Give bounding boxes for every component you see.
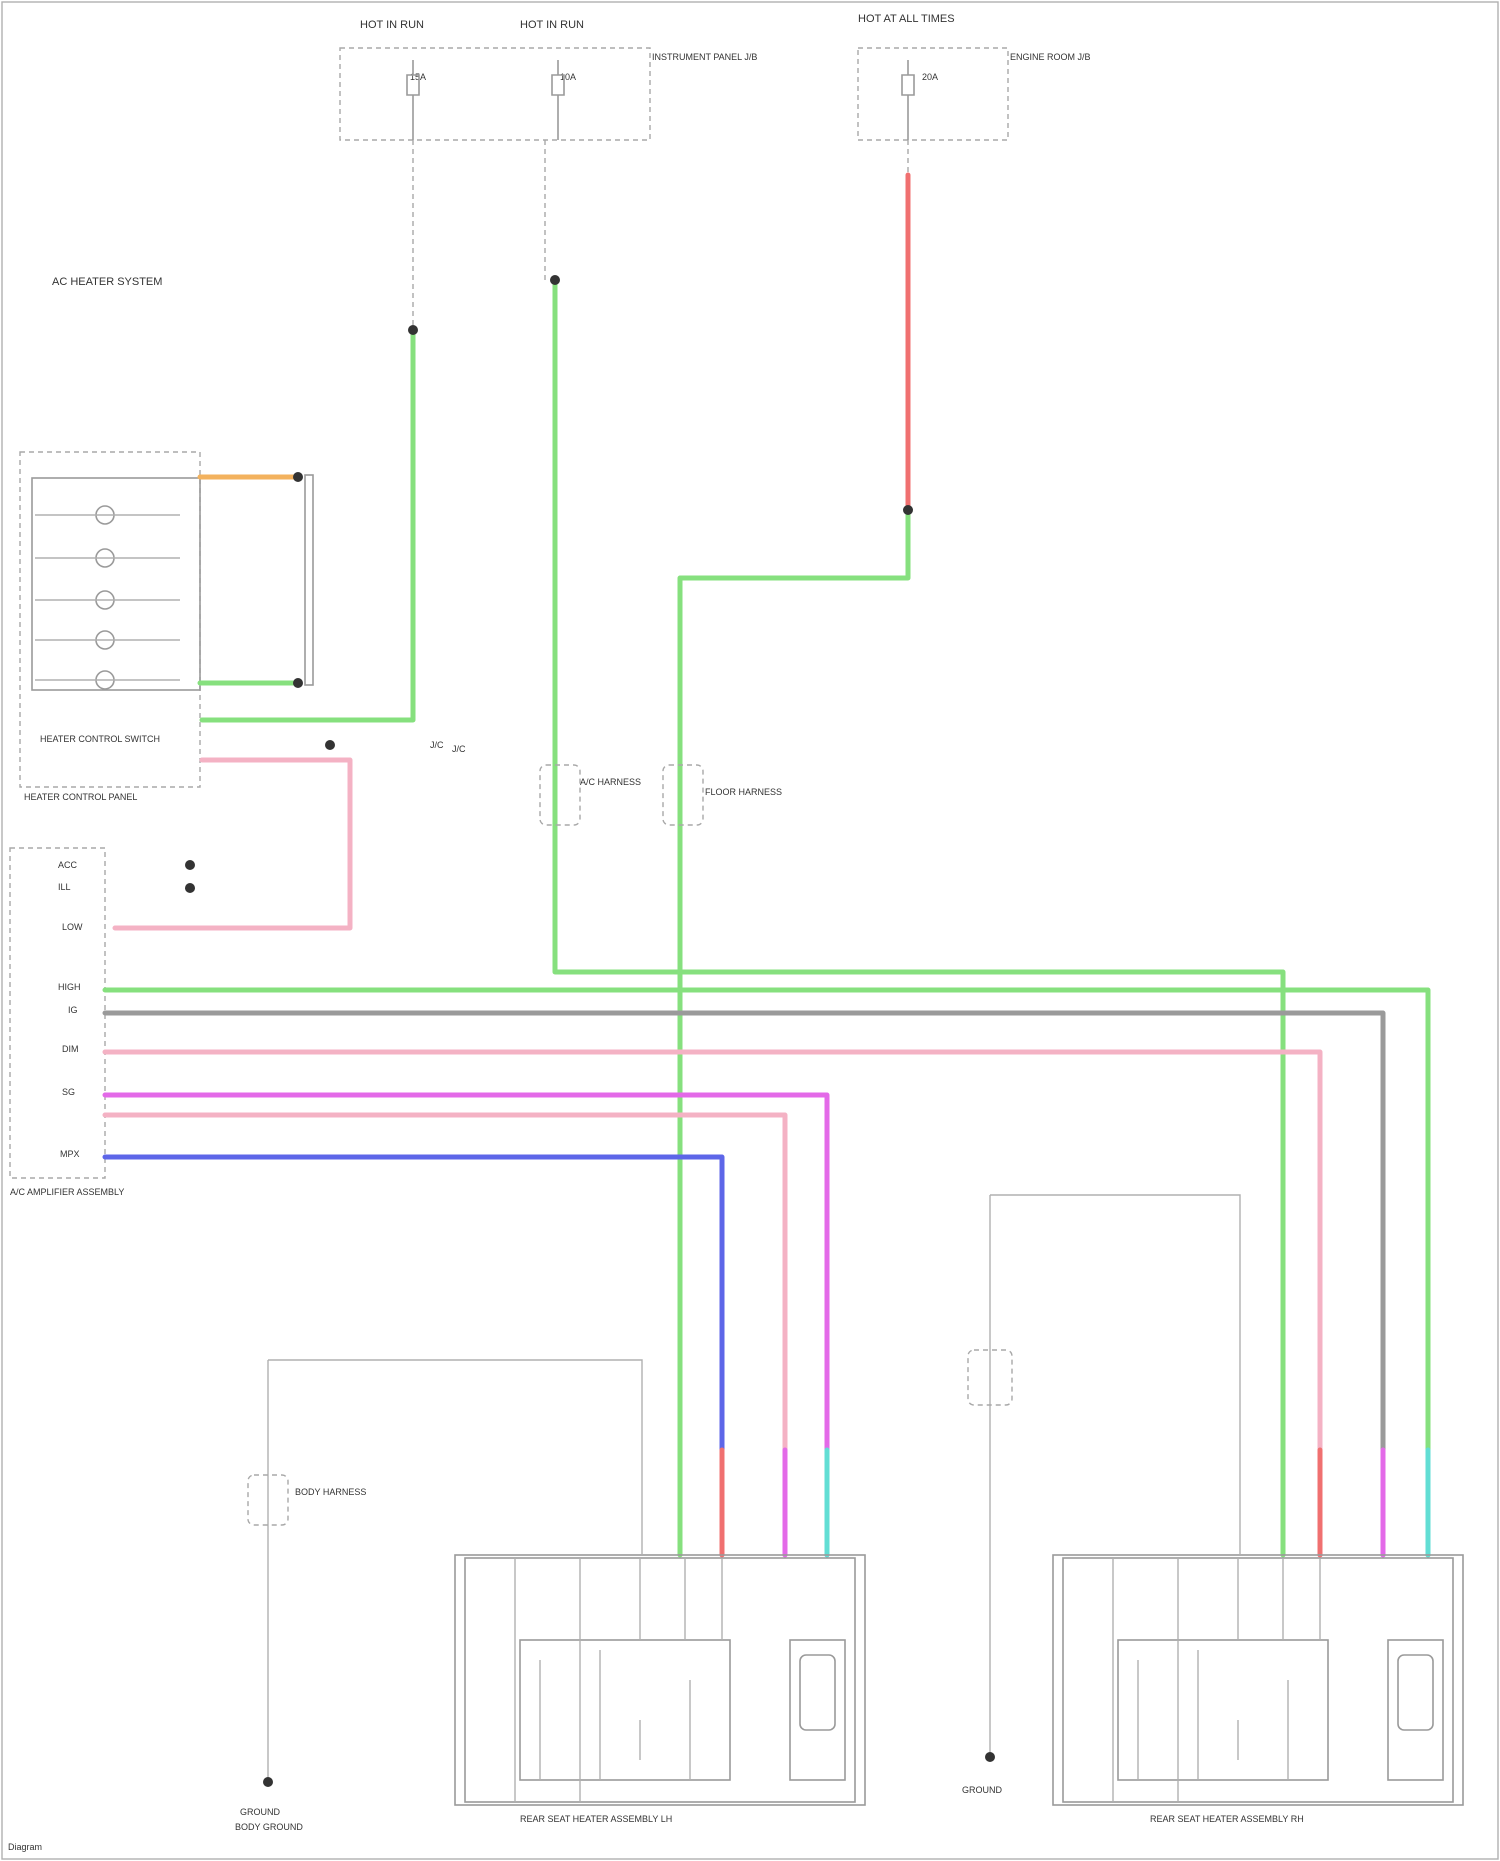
- top-fuse-2-label: HOT IN RUN: [520, 19, 584, 31]
- wire-blue-main: [105, 1157, 722, 1450]
- fuse-c-label: 20A: [922, 72, 938, 82]
- ground-left-label: GROUND: [240, 1807, 280, 1817]
- connector-1-label: A/C HARNESS: [580, 777, 641, 787]
- junction-dot-7: [185, 883, 195, 893]
- fuse-box-left-label: INSTRUMENT PANEL J/B: [652, 52, 757, 62]
- motor-right-label: REAR SEAT HEATER ASSEMBLY RH: [1150, 1814, 1304, 1824]
- ground-right-label: GROUND: [962, 1785, 1002, 1795]
- switch-block-label: HEATER CONTROL PANEL: [24, 792, 137, 802]
- wire-green-fuse-a: [202, 330, 413, 720]
- body-ground-1-label: BODY GROUND: [235, 1822, 303, 1832]
- junction-dot-4: [293, 678, 303, 688]
- wire-green-fuse-b: [555, 280, 1283, 1555]
- junction-dot-1: [550, 275, 560, 285]
- ground-circuit-left: BODY HARNESS GROUND BODY GROUND: [235, 1360, 642, 1832]
- wire-pink-main: [105, 1052, 1320, 1555]
- junction-dot-6: [185, 860, 195, 870]
- top-fuse-block-left: HOT IN RUN HOT IN RUN 15A 10A INSTRUMENT…: [340, 19, 757, 140]
- junction-dot-0: [408, 325, 418, 335]
- top-fuse-block-right: HOT AT ALL TIMES 20A ENGINE ROOM J/B: [858, 13, 1091, 140]
- junction-dot-5: [325, 740, 335, 750]
- junction-dot-3: [293, 472, 303, 482]
- connector-2-label: FLOOR HARNESS: [705, 787, 782, 797]
- ecm-pin-1: ILL: [58, 882, 71, 892]
- switch-panel-label: HEATER CONTROL SWITCH: [40, 734, 160, 744]
- ecm-pin-4: IG: [68, 1005, 78, 1015]
- ecm-pin-3: HIGH: [58, 982, 81, 992]
- motor-left-label: REAR SEAT HEATER ASSEMBLY LH: [520, 1814, 672, 1824]
- junction-dot-2: [903, 505, 913, 515]
- switch-panel: HEATER CONTROL SWITCH HEATER CONTROL PAN…: [20, 452, 200, 802]
- motor-assembly-right: REAR SEAT HEATER ASSEMBLY RH: [1053, 1555, 1463, 1824]
- footer-text: Diagram: [8, 1842, 42, 1852]
- system-note: AC HEATER SYSTEM: [52, 276, 162, 288]
- wire-pink-switch: [115, 760, 350, 928]
- ecm-block: A/C AMPLIFIER ASSEMBLY ACC ILL LOW HIGH …: [10, 848, 124, 1197]
- connector-3-label: BODY HARNESS: [295, 1487, 366, 1497]
- switch-connector-bar: [305, 475, 313, 685]
- wire-pink-2: [105, 1115, 785, 1555]
- ecm-pin-6: SG: [62, 1087, 75, 1097]
- top-fuse-1-label: HOT IN RUN: [360, 19, 424, 31]
- ecm-pin-5: DIM: [62, 1044, 79, 1054]
- ecm-pin-7: MPX: [60, 1149, 80, 1159]
- junction-1-label: J/C: [452, 744, 466, 754]
- fuse-b-label: 10A: [560, 72, 576, 82]
- wire-magenta-main: [105, 1095, 827, 1555]
- ecm-pin-2: LOW: [62, 922, 83, 932]
- ecm-pin-0: ACC: [58, 860, 78, 870]
- motor-assembly-left: REAR SEAT HEATER ASSEMBLY LH: [455, 1555, 865, 1824]
- ecm-label: A/C AMPLIFIER ASSEMBLY: [10, 1187, 124, 1197]
- wires: [105, 175, 1428, 1555]
- wire-green-main: [105, 990, 1428, 1555]
- wire-green-lower: [680, 510, 908, 1555]
- junction-2-label: J/C: [430, 740, 444, 750]
- switch-contacts: [35, 506, 180, 689]
- top-fuse-3-label: HOT AT ALL TIMES: [858, 13, 955, 25]
- fuse-box-right-label: ENGINE ROOM J/B: [1010, 52, 1091, 62]
